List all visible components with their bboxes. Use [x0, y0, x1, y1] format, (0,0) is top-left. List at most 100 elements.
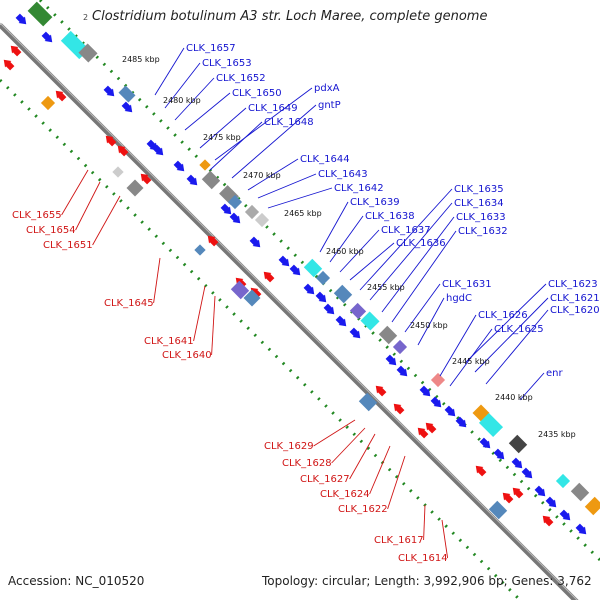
- forward-cds-arrow: [444, 405, 456, 417]
- reverse-cds-arrow: [512, 487, 524, 499]
- forward-gene-label: CLK_1631: [442, 279, 492, 290]
- feature-block: [27, 1, 53, 27]
- kbp-tick-label: 2435 kbp: [538, 430, 576, 439]
- kbp-tick-label: 2485 kbp: [122, 55, 160, 64]
- forward-cds-arrow: [220, 203, 232, 215]
- feature-block: [201, 170, 221, 190]
- map-title: Clostridium botulinum A3 str. Loch Maree…: [92, 9, 488, 24]
- feature-block: [358, 392, 378, 412]
- forward-label-connector: [214, 87, 313, 161]
- reverse-cds-arrow: [375, 385, 387, 397]
- reverse-label-connector: [153, 257, 161, 304]
- feature-block: [118, 85, 136, 103]
- label-connectors: [61, 47, 549, 559]
- reverse-gene-label: CLK_1655: [12, 210, 62, 221]
- forward-gene-label: CLK_1620: [550, 305, 600, 316]
- forward-cds-arrow: [349, 327, 361, 339]
- reverse-gene-label: CLK_1624: [320, 489, 370, 500]
- reverse-gene-label: CLK_1629: [264, 441, 314, 452]
- reverse-cds-arrow: [207, 235, 219, 247]
- feature-block: [333, 284, 353, 304]
- reverse-cds-arrow: [425, 422, 437, 434]
- forward-gene-label: CLK_1649: [248, 103, 298, 114]
- reverse-gene-label: CLK_1641: [144, 336, 194, 347]
- feature-block: [570, 482, 590, 502]
- forward-label-connector: [319, 201, 349, 253]
- reverse-cds-arrow: [117, 145, 129, 157]
- forward-label-connector: [184, 92, 231, 131]
- feature-block: [488, 500, 508, 520]
- kbp-tick-label: 2440 kbp: [495, 393, 533, 402]
- forward-cds-arrow: [121, 101, 133, 113]
- forward-gene-label: CLK_1626: [478, 310, 528, 321]
- forward-cds-arrow: [15, 13, 27, 25]
- feature-block: [230, 280, 250, 300]
- forward-gene-label: CLK_1638: [365, 211, 415, 222]
- forward-label-connector: [247, 158, 299, 191]
- forward-gene-label: CLK_1633: [456, 212, 506, 223]
- forward-gene-label: CLK_1623: [548, 279, 598, 290]
- feature-block: [392, 339, 408, 355]
- title-prefix: 2: [83, 13, 89, 22]
- reverse-label-connector: [193, 285, 206, 342]
- feature-block: [349, 302, 367, 320]
- forward-label-connector: [174, 77, 215, 121]
- reverse-label-connector: [349, 433, 376, 480]
- kbp-tick-label: 2465 kbp: [284, 209, 322, 218]
- reverse-label-connector: [369, 445, 391, 495]
- forward-cds-arrow: [559, 509, 571, 521]
- reverse-label-connector: [75, 181, 101, 231]
- kbp-tick-label: 2480 kbp: [163, 96, 201, 105]
- forward-gene-label: CLK_1636: [396, 238, 446, 249]
- forward-cds-arrow: [396, 365, 408, 377]
- reverse-cds-arrow: [263, 271, 275, 283]
- forward-gene-label: CLK_1625: [494, 324, 544, 335]
- forward-label-connector: [349, 242, 395, 281]
- reverse-cds-arrow: [10, 45, 22, 57]
- genome-summary-text: Topology: circular; Length: 3,992,906 bp…: [262, 574, 592, 588]
- forward-gene-label: CLK_1650: [232, 88, 282, 99]
- forward-cds-arrow: [229, 212, 241, 224]
- forward-label-connector: [329, 215, 364, 263]
- feature-block: [112, 166, 124, 178]
- forward-cds-arrow: [103, 85, 115, 97]
- reverse-cds-arrow: [502, 492, 514, 504]
- forward-cds-arrow: [534, 485, 546, 497]
- kbp-tick-label: 2455 kbp: [367, 283, 405, 292]
- forward-gene-label: CLK_1635: [454, 184, 504, 195]
- reverse-cds-arrow: [542, 515, 554, 527]
- forward-label-connector: [369, 202, 453, 301]
- feature-block: [555, 473, 571, 489]
- forward-gene-label: hgdC: [446, 293, 472, 304]
- forward-cds-arrow: [315, 291, 327, 303]
- reverse-label-connector: [211, 295, 216, 356]
- accession-text: Accession: NC_010520: [8, 574, 145, 588]
- feature-block: [430, 372, 446, 388]
- forward-cds-arrow: [335, 315, 347, 327]
- feature-block: [199, 159, 211, 171]
- forward-gene-label: CLK_1634: [454, 198, 504, 209]
- kbp-tick-label: 2450 kbp: [410, 321, 448, 330]
- reverse-cds-arrow: [3, 59, 15, 71]
- forward-label-connector: [199, 107, 247, 149]
- feature-block: [78, 43, 98, 63]
- reverse-cds-arrow: [475, 465, 487, 477]
- feature-block: [40, 95, 56, 111]
- forward-cds-arrow: [545, 496, 557, 508]
- reverse-cds-arrow: [105, 135, 117, 147]
- forward-label-connector: [231, 104, 317, 179]
- forward-cds-arrow: [479, 437, 491, 449]
- reverse-gene-label: CLK_1622: [338, 504, 388, 515]
- reverse-gene-label: CLK_1654: [26, 225, 76, 236]
- forward-label-connector: [474, 297, 549, 373]
- forward-label-connector: [391, 230, 457, 323]
- forward-gene-label: CLK_1653: [202, 58, 252, 69]
- forward-gene-label: enr: [546, 368, 563, 379]
- feature-block: [126, 179, 144, 197]
- reverse-cds-arrow: [417, 427, 429, 439]
- forward-gene-label: CLK_1657: [186, 43, 236, 54]
- forward-cds-arrow: [289, 264, 301, 276]
- reverse-gene-label: CLK_1645: [104, 298, 154, 309]
